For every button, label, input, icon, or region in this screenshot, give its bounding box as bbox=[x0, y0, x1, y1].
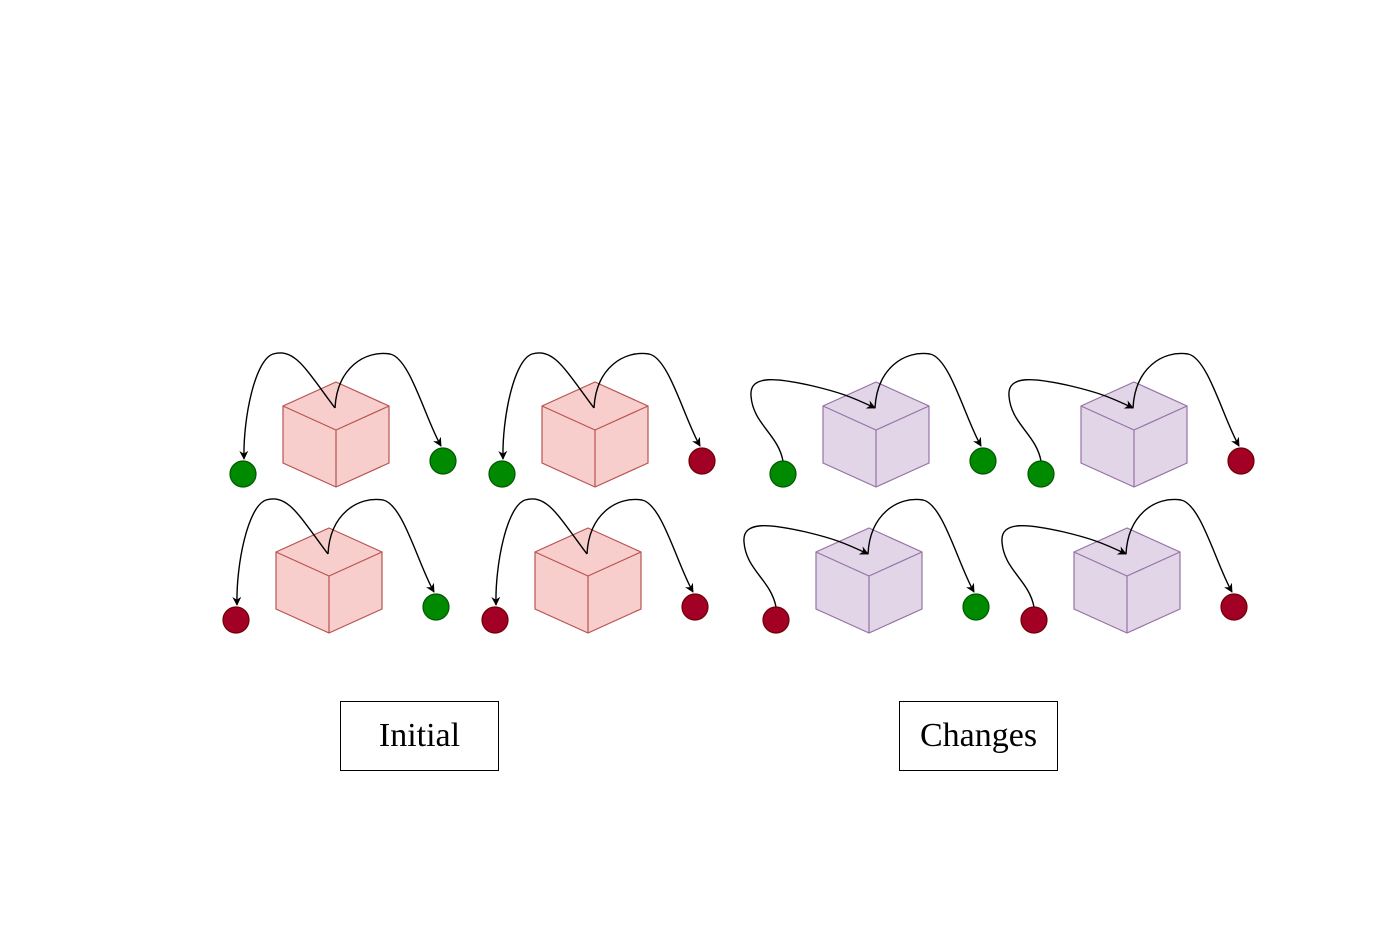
initial-label-text: Initial bbox=[378, 717, 461, 754]
initial-unit bbox=[481, 498, 709, 634]
changes-unit-3-arrow-in bbox=[743, 525, 869, 608]
initial-unit-4-node-left-red bbox=[481, 606, 509, 634]
units-layer bbox=[222, 352, 1255, 634]
initial-unit-1-node-right-green bbox=[429, 447, 457, 475]
initial-unit-4-cube-edges bbox=[534, 551, 642, 633]
changes-unit-2-node-left-green bbox=[1027, 460, 1055, 488]
changes-unit-2-arrow-in bbox=[1008, 379, 1134, 462]
initial-unit bbox=[488, 352, 716, 488]
changes-unit-4-node-left-red bbox=[1020, 606, 1048, 634]
changes-unit-4-node-right-red bbox=[1220, 593, 1248, 621]
initial-unit-3-arrow-right bbox=[327, 498, 435, 593]
initial-unit-4-arrow-right bbox=[586, 498, 694, 593]
changes-unit bbox=[743, 498, 990, 634]
changes-unit bbox=[1008, 352, 1255, 488]
initial-label-box: Initial bbox=[340, 701, 499, 771]
initial-unit-2-node-left-green bbox=[488, 460, 516, 488]
changes-label-text: Changes bbox=[919, 717, 1038, 754]
changes-unit bbox=[1001, 498, 1248, 634]
changes-unit-4-arrow-out bbox=[1125, 498, 1233, 593]
changes-unit-1-arrow-out bbox=[874, 352, 982, 447]
changes-unit-3-cube-edges bbox=[815, 551, 923, 633]
initial-unit-3-node-right-green bbox=[422, 593, 450, 621]
changes-unit-2-node-right-red bbox=[1227, 447, 1255, 475]
initial-unit-3-node-left-red bbox=[222, 606, 250, 634]
changes-unit-1-arrow-in bbox=[750, 379, 876, 462]
changes-unit-1-node-right-green bbox=[969, 447, 997, 475]
initial-unit-3-arrow-left bbox=[232, 498, 329, 606]
changes-unit-4-cube-edges bbox=[1073, 551, 1181, 633]
initial-unit-2-node-right-red bbox=[688, 447, 716, 475]
changes-unit-1-node-left-green bbox=[769, 460, 797, 488]
initial-unit-1-arrow-right bbox=[334, 352, 442, 447]
changes-unit-3-node-right-green bbox=[962, 593, 990, 621]
initial-unit-4-node-right-red bbox=[681, 593, 709, 621]
initial-unit-4-arrow-left bbox=[491, 498, 588, 606]
changes-unit-4-arrow-in bbox=[1001, 525, 1127, 608]
initial-unit-2-cube-edges bbox=[541, 405, 649, 487]
initial-unit-2-arrow-right bbox=[593, 352, 701, 447]
changes-unit-3-arrow-out bbox=[867, 498, 975, 593]
changes-label-box: Changes bbox=[899, 701, 1058, 771]
changes-unit-1-cube-edges bbox=[822, 405, 930, 487]
initial-unit-3-cube-edges bbox=[275, 551, 383, 633]
changes-unit-2-arrow-out bbox=[1132, 352, 1240, 447]
changes-unit bbox=[750, 352, 997, 488]
initial-unit bbox=[222, 498, 450, 634]
changes-unit-2-cube-edges bbox=[1080, 405, 1188, 487]
initial-unit-2-arrow-left bbox=[498, 352, 595, 460]
initial-unit bbox=[229, 352, 457, 488]
changes-unit-3-node-left-red bbox=[762, 606, 790, 634]
initial-unit-1-cube-edges bbox=[282, 405, 390, 487]
initial-unit-1-arrow-left bbox=[239, 352, 336, 460]
initial-unit-1-node-left-green bbox=[229, 460, 257, 488]
